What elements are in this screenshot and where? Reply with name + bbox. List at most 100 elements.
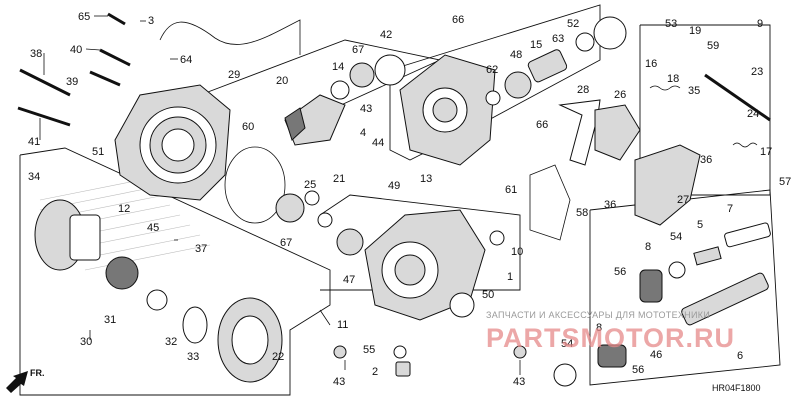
callout-25: 25 [304, 179, 316, 191]
callout-62: 62 [486, 64, 498, 76]
seal-10 [489, 230, 505, 246]
callout-56-upper: 56 [614, 266, 626, 278]
callout-40: 40 [70, 44, 82, 56]
bearing-14 [330, 80, 350, 100]
bolt-41 [17, 106, 71, 127]
bolt-65 [107, 12, 126, 26]
bolt-2 [395, 361, 411, 377]
callout-47: 47 [343, 274, 355, 286]
watermark-brand: PARTSMOTOR.RU [486, 323, 735, 353]
seal-50 [449, 292, 475, 318]
washer-55 [393, 345, 407, 359]
shim-33 [182, 306, 208, 344]
callout-54-right: 54 [670, 231, 682, 243]
callout-22: 22 [272, 351, 284, 363]
propeller-shaft-6 [681, 272, 769, 326]
bolt-40 [99, 48, 131, 67]
watermark-caption: ЗАПЧАСТИ И АКСЕССУАРЫ ДЛЯ МОТОТЕХНИКИ [486, 310, 710, 320]
group-outlines [19, 4, 781, 396]
callout-19: 19 [689, 25, 701, 37]
callout-64: 64 [180, 54, 192, 66]
callout-49: 49 [388, 180, 400, 192]
callout-55: 55 [363, 344, 375, 356]
callout-13: 13 [420, 173, 432, 185]
bearing-67-mid [275, 193, 305, 223]
callout-42: 42 [380, 29, 392, 41]
callout-29: 29 [228, 69, 240, 81]
callout-63: 63 [552, 33, 564, 45]
callout-54-bottom: 54 [561, 338, 573, 350]
breather-tube [159, 19, 301, 55]
outline-front-case [199, 39, 442, 111]
nut-43-right [513, 345, 527, 359]
washer-32 [146, 289, 168, 311]
callout-15: 15 [530, 39, 542, 51]
callout-labels: 65 3 64 29 38 40 39 41 51 12 60 20 14 67… [28, 11, 791, 388]
figure-code: HR04F1800 [712, 383, 761, 393]
pinion-gear [284, 94, 346, 146]
clamp-54 [668, 261, 686, 279]
cover-26 [594, 104, 641, 161]
callout-14: 14 [332, 61, 344, 73]
callout-61-a: 61 [505, 184, 517, 196]
callout-26: 26 [614, 89, 626, 101]
front-case [114, 84, 231, 201]
callout-37: 37 [195, 243, 207, 255]
callout-46: 46 [650, 349, 662, 361]
spring-16 [649, 85, 681, 91]
callout-27: 27 [677, 194, 689, 206]
washer-25-b [317, 212, 333, 228]
o-ring-large [224, 146, 286, 224]
washer-25-a [304, 190, 320, 206]
outline-driveshaft-group [589, 189, 781, 386]
leader-lines [39, 15, 521, 375]
front-direction-arrow: FR. [6, 368, 45, 393]
bracket-28 [558, 99, 601, 166]
callout-11: 11 [337, 319, 348, 331]
callout-30: 30 [80, 336, 92, 348]
callout-66-top: 66 [452, 14, 464, 26]
callout-67-top: 67 [352, 44, 364, 56]
differential-case [34, 199, 101, 271]
callout-60: 60 [242, 121, 254, 133]
callout-3: 3 [148, 15, 154, 27]
callout-59: 59 [707, 40, 719, 52]
nut-43-mid [333, 345, 347, 359]
callout-67-mid: 67 [280, 237, 292, 249]
callout-21: 21 [333, 173, 345, 185]
callout-8-upper: 8 [645, 241, 651, 253]
spring-17 [732, 142, 758, 148]
callout-44: 44 [372, 137, 384, 149]
callout-38: 38 [30, 48, 42, 60]
ring-gear [217, 297, 283, 383]
clamp-54-lower [553, 363, 577, 387]
callout-28: 28 [577, 84, 589, 96]
callout-6: 6 [737, 350, 743, 362]
callout-8-lower: 8 [596, 322, 602, 334]
callout-18: 18 [667, 73, 679, 85]
callout-7: 7 [727, 203, 733, 215]
bearing-47 [336, 228, 364, 256]
bolt-38 [19, 68, 71, 97]
callout-39: 39 [66, 76, 78, 88]
bolt-39 [89, 70, 121, 87]
callout-10: 10 [511, 246, 523, 258]
bearing-67-top [349, 62, 375, 88]
callout-4: 4 [360, 127, 366, 139]
callout-36-left: 36 [604, 199, 616, 211]
washer-62 [485, 90, 501, 106]
shaft-7 [724, 222, 771, 248]
callout-43-mid: 43 [333, 376, 345, 388]
callout-43-right: 43 [513, 376, 525, 388]
arrow-icon [6, 371, 28, 393]
callout-52: 52 [567, 18, 579, 30]
gasket-58 [529, 164, 571, 241]
center-cover [364, 209, 486, 321]
callout-66-mid: 66 [536, 119, 548, 131]
side-gear-31 [105, 256, 139, 290]
spring-5 [693, 246, 722, 266]
callout-1: 1 [507, 271, 513, 283]
bearing-42 [374, 54, 406, 86]
callout-23: 23 [751, 66, 763, 78]
